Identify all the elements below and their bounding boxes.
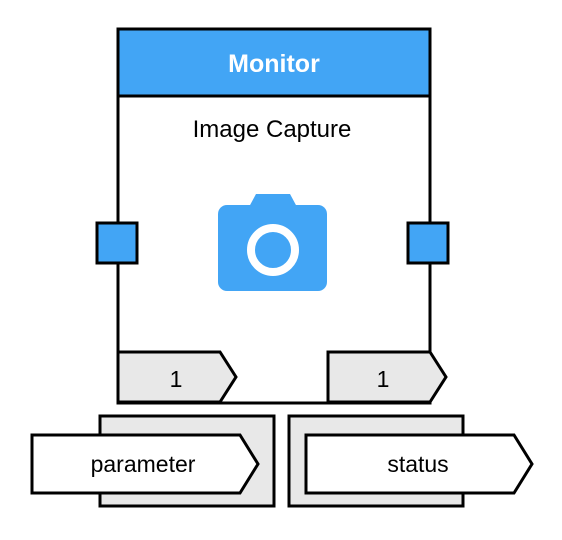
output-connector[interactable] <box>406 221 450 265</box>
status-port-arrow <box>304 433 534 495</box>
input-connector[interactable] <box>95 221 139 265</box>
parameter-port[interactable]: parameter <box>30 414 276 508</box>
tab-left-label: 1 <box>170 366 183 392</box>
status-port[interactable]: status <box>287 414 534 508</box>
node-header <box>116 27 432 98</box>
node-title: Monitor <box>228 50 320 78</box>
camera-icon <box>218 194 327 291</box>
monitor-node[interactable]: Monitor Image Capture 1 1 <box>95 27 450 405</box>
parameter-port-arrow <box>30 433 260 495</box>
tab-right-label: 1 <box>377 366 390 392</box>
node-subtitle: Image Capture <box>193 116 352 143</box>
status-port-label: status <box>387 451 448 477</box>
node-tab-right[interactable]: 1 <box>326 350 448 404</box>
parameter-port-label: parameter <box>91 451 196 477</box>
node-tab-left[interactable]: 1 <box>116 350 238 404</box>
